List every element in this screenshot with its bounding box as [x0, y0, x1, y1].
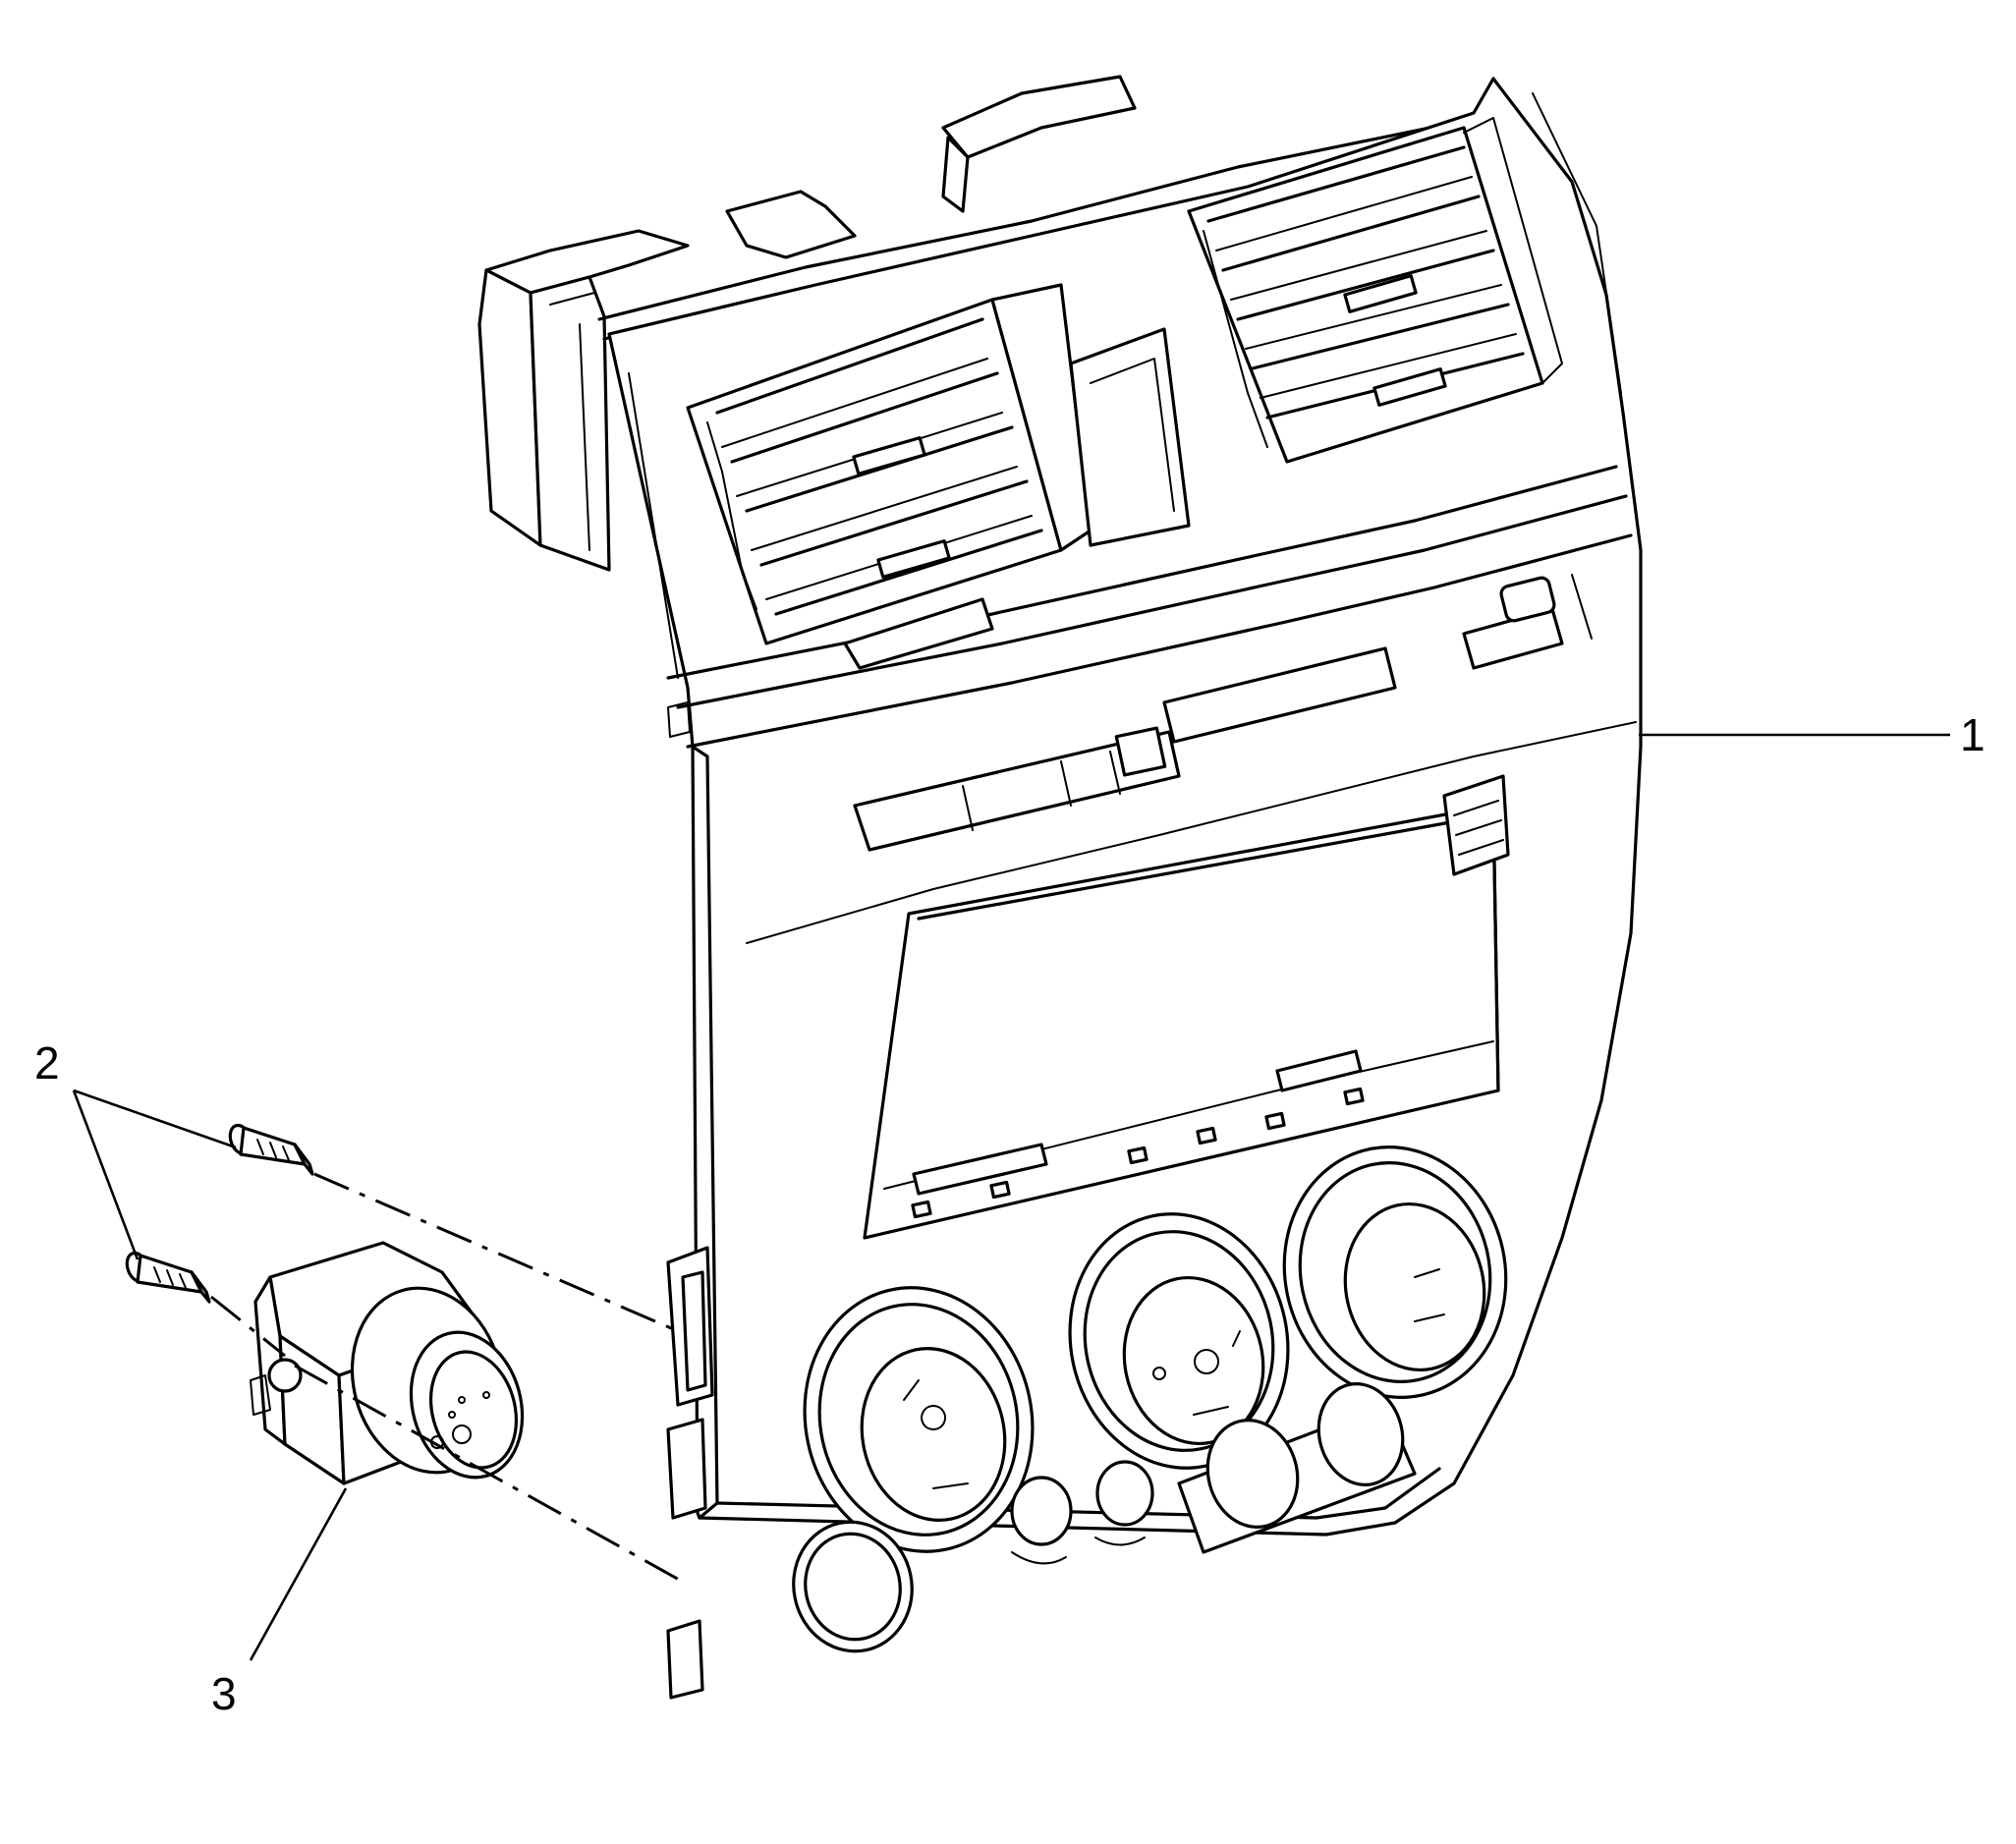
right-air-vent	[1187, 117, 1563, 464]
callout-1-group: 1	[1639, 709, 1986, 760]
callout-2-leader-b	[72, 1090, 140, 1260]
callout-2-leader-a	[73, 1089, 237, 1149]
callout-2-label: 2	[34, 1037, 60, 1089]
callout-3-leader	[249, 1487, 348, 1661]
callout-2-group: 2	[34, 1037, 237, 1260]
switch-module	[250, 1241, 525, 1485]
center-vent-opening	[990, 283, 1191, 552]
alignment-lines	[210, 1172, 684, 1584]
lower-switch-strip	[853, 726, 1181, 852]
radio-opening	[863, 774, 1510, 1240]
hvac-knob-center	[1068, 1212, 1290, 1470]
screw-lower	[125, 1251, 211, 1304]
callout-3-group: 3	[211, 1487, 348, 1719]
lower-control-buttons	[792, 1382, 1417, 1653]
rear-duct-housing	[477, 75, 1137, 572]
bezel-side-brackets	[666, 701, 714, 1700]
hvac-knob-left	[803, 1286, 1035, 1553]
left-air-vent	[686, 298, 1063, 670]
screw-upper	[228, 1123, 314, 1176]
callout-3-label: 3	[211, 1668, 237, 1719]
callout-1-label: 1	[1960, 709, 1986, 760]
hvac-knob-right	[1282, 1146, 1508, 1399]
upper-switch-strip	[1162, 574, 1593, 744]
